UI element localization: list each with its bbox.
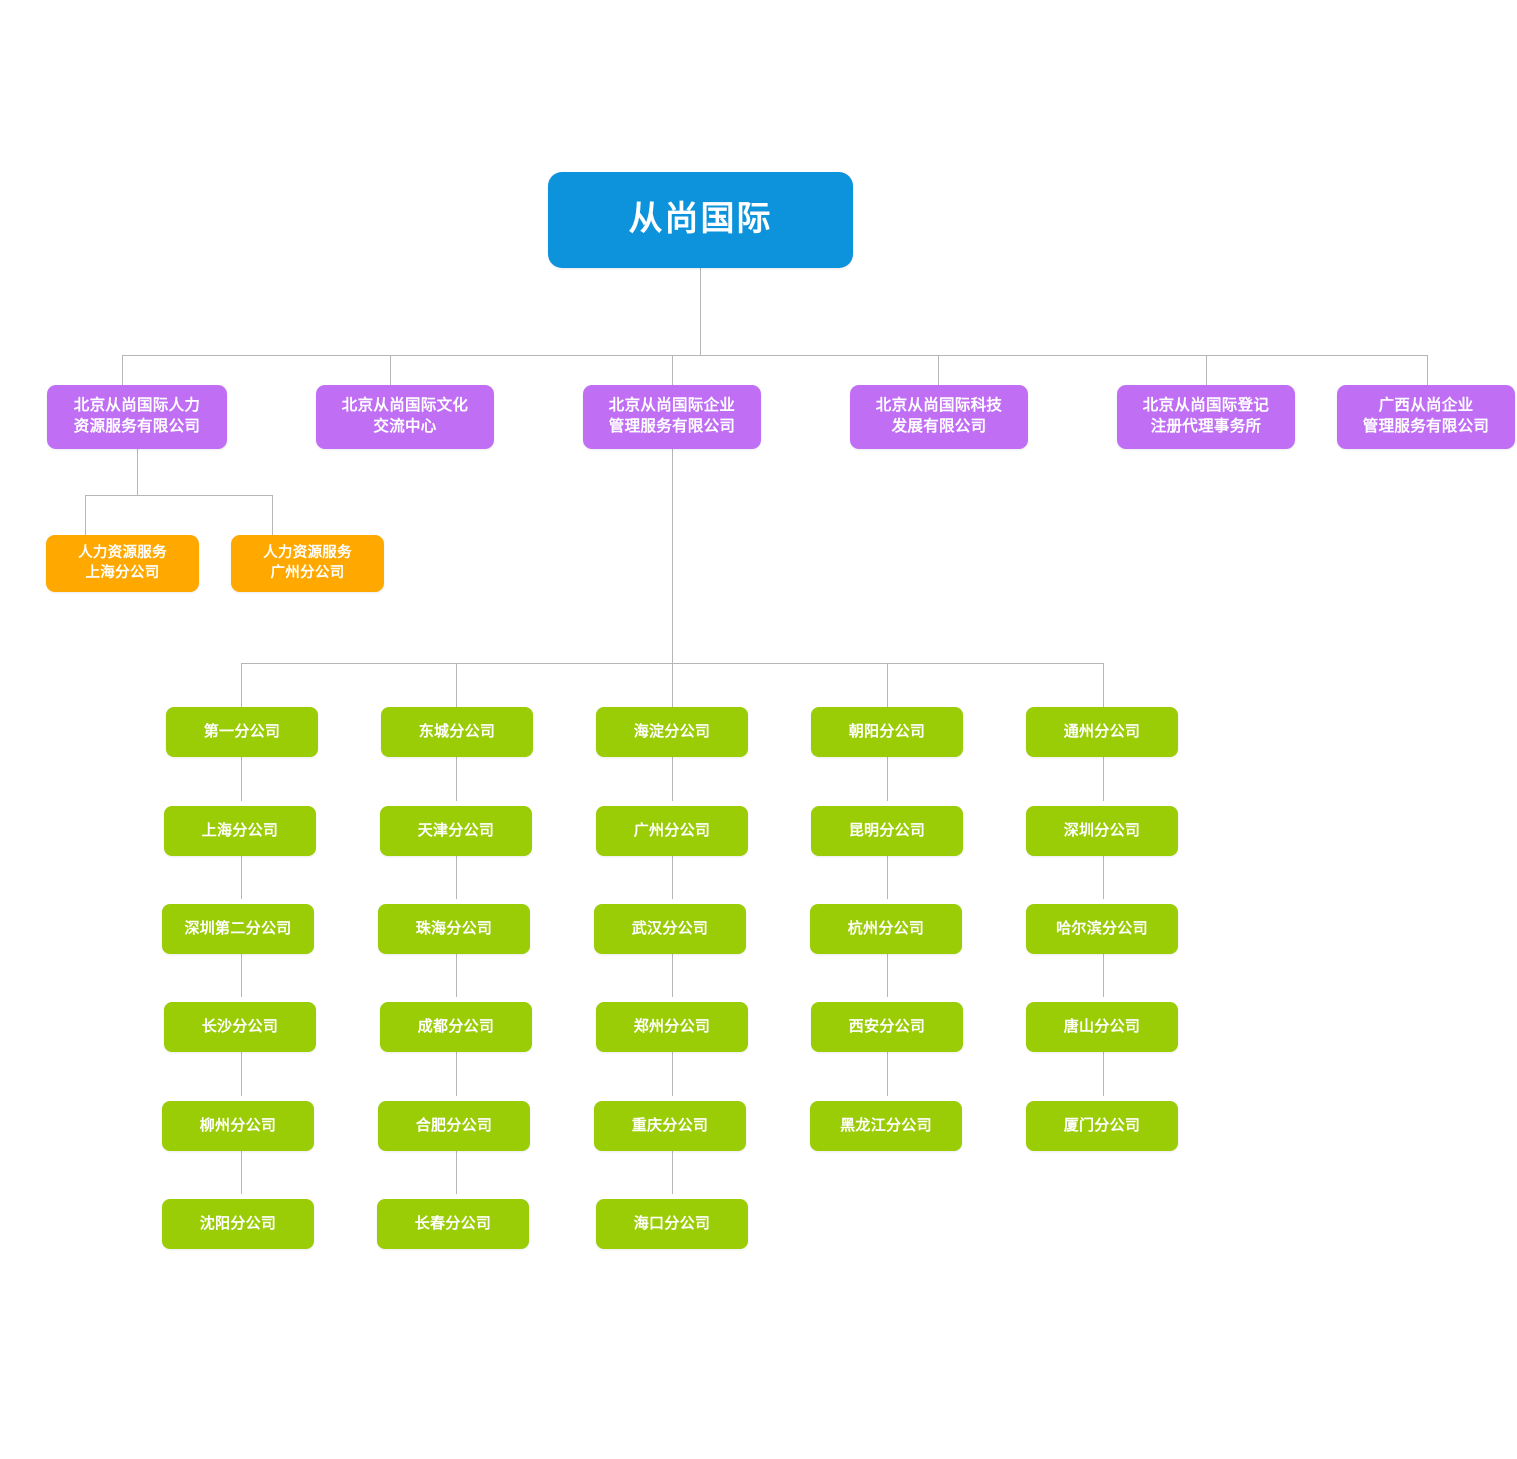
- org-node-branch[interactable]: 长春分公司: [377, 1199, 529, 1249]
- connector-branch-chain: [672, 1151, 673, 1194]
- org-node-branch[interactable]: 黑龙江分公司: [810, 1101, 962, 1151]
- connector-branch-chain: [456, 1052, 457, 1096]
- connector-branch-chain: [456, 954, 457, 997]
- org-node-branch[interactable]: 长沙分公司: [164, 1002, 316, 1052]
- org-node-branch[interactable]: 珠海分公司: [378, 904, 530, 954]
- connector-branch-chain: [456, 856, 457, 899]
- connector-division-drop-5: [1206, 355, 1207, 385]
- connector-branch-chain: [456, 1151, 457, 1194]
- org-node-branch[interactable]: 深圳分公司: [1026, 806, 1178, 856]
- connector-branch-chain: [456, 757, 457, 801]
- connector-hr-stem: [137, 449, 138, 495]
- org-node-branch[interactable]: 昆明分公司: [811, 806, 963, 856]
- org-node-branch[interactable]: 郑州分公司: [596, 1002, 748, 1052]
- org-node-branch[interactable]: 广州分公司: [596, 806, 748, 856]
- org-node-branch[interactable]: 哈尔滨分公司: [1026, 904, 1178, 954]
- org-node-branch[interactable]: 天津分公司: [380, 806, 532, 856]
- org-node-branch[interactable]: 海口分公司: [596, 1199, 748, 1249]
- connector-branch-drop-4: [887, 663, 888, 707]
- org-node-branch[interactable]: 沈阳分公司: [162, 1199, 314, 1249]
- connector-branch-chain: [241, 1052, 242, 1096]
- connector-branch-chain: [241, 757, 242, 801]
- connector-branch-chain: [672, 856, 673, 899]
- connector-branch-chain: [887, 954, 888, 997]
- connector-branch-stem: [672, 449, 673, 663]
- connector-branch-chain: [241, 1151, 242, 1194]
- org-node-hr-shanghai[interactable]: 人力资源服务 上海分公司: [46, 535, 199, 592]
- org-node-branch[interactable]: 重庆分公司: [594, 1101, 746, 1151]
- connector-branch-drop-1: [241, 663, 242, 707]
- org-node-branch[interactable]: 通州分公司: [1026, 707, 1178, 757]
- org-node-branch[interactable]: 合肥分公司: [378, 1101, 530, 1151]
- org-node-root[interactable]: 从尚国际: [548, 172, 853, 268]
- org-node-branch[interactable]: 东城分公司: [381, 707, 533, 757]
- org-node-division-enterprise-mgmt[interactable]: 北京从尚国际企业 管理服务有限公司: [583, 385, 761, 449]
- org-node-branch[interactable]: 海淀分公司: [596, 707, 748, 757]
- org-node-hr-guangzhou[interactable]: 人力资源服务 广州分公司: [231, 535, 384, 592]
- connector-branch-chain: [241, 856, 242, 899]
- connector-branch-drop-5: [1103, 663, 1104, 707]
- connector-branch-chain: [672, 1052, 673, 1096]
- org-node-branch[interactable]: 成都分公司: [380, 1002, 532, 1052]
- org-node-branch[interactable]: 西安分公司: [811, 1002, 963, 1052]
- connector-hr-bus: [85, 495, 273, 496]
- connector-branch-chain: [1103, 1052, 1104, 1096]
- org-node-branch[interactable]: 杭州分公司: [810, 904, 962, 954]
- org-node-branch[interactable]: 朝阳分公司: [811, 707, 963, 757]
- connector-division-drop-6: [1427, 355, 1428, 385]
- connector-branch-drop-2: [456, 663, 457, 707]
- connector-division-drop-1: [122, 355, 123, 385]
- org-node-division-hr[interactable]: 北京从尚国际人力 资源服务有限公司: [47, 385, 227, 449]
- connector-branch-chain: [241, 954, 242, 997]
- connector-division-bus: [122, 355, 1427, 356]
- org-node-branch[interactable]: 厦门分公司: [1026, 1101, 1178, 1151]
- connector-branch-chain: [887, 856, 888, 899]
- org-node-branch[interactable]: 武汉分公司: [594, 904, 746, 954]
- connector-branch-chain: [1103, 954, 1104, 997]
- connector-branch-chain: [887, 1052, 888, 1096]
- connector-root-stem: [700, 268, 701, 356]
- connector-division-drop-4: [938, 355, 939, 385]
- connector-branch-chain: [887, 757, 888, 801]
- connector-branch-drop-3: [672, 663, 673, 707]
- connector-branch-chain: [672, 757, 673, 801]
- connector-hr-drop-2: [272, 495, 273, 535]
- connector-branch-chain: [1103, 856, 1104, 899]
- org-node-branch[interactable]: 上海分公司: [164, 806, 316, 856]
- org-node-division-culture[interactable]: 北京从尚国际文化 交流中心: [316, 385, 494, 449]
- org-node-division-guangxi[interactable]: 广西从尚企业 管理服务有限公司: [1337, 385, 1515, 449]
- org-node-branch[interactable]: 唐山分公司: [1026, 1002, 1178, 1052]
- connector-branch-chain: [1103, 757, 1104, 801]
- org-node-division-registration[interactable]: 北京从尚国际登记 注册代理事务所: [1117, 385, 1295, 449]
- org-node-branch[interactable]: 深圳第二分公司: [162, 904, 314, 954]
- org-node-branch[interactable]: 第一分公司: [166, 707, 318, 757]
- connector-division-drop-3: [672, 355, 673, 385]
- connector-branch-chain: [672, 954, 673, 997]
- org-node-branch[interactable]: 柳州分公司: [162, 1101, 314, 1151]
- connector-hr-drop-1: [85, 495, 86, 535]
- org-node-division-technology[interactable]: 北京从尚国际科技 发展有限公司: [850, 385, 1028, 449]
- connector-division-drop-2: [390, 355, 391, 385]
